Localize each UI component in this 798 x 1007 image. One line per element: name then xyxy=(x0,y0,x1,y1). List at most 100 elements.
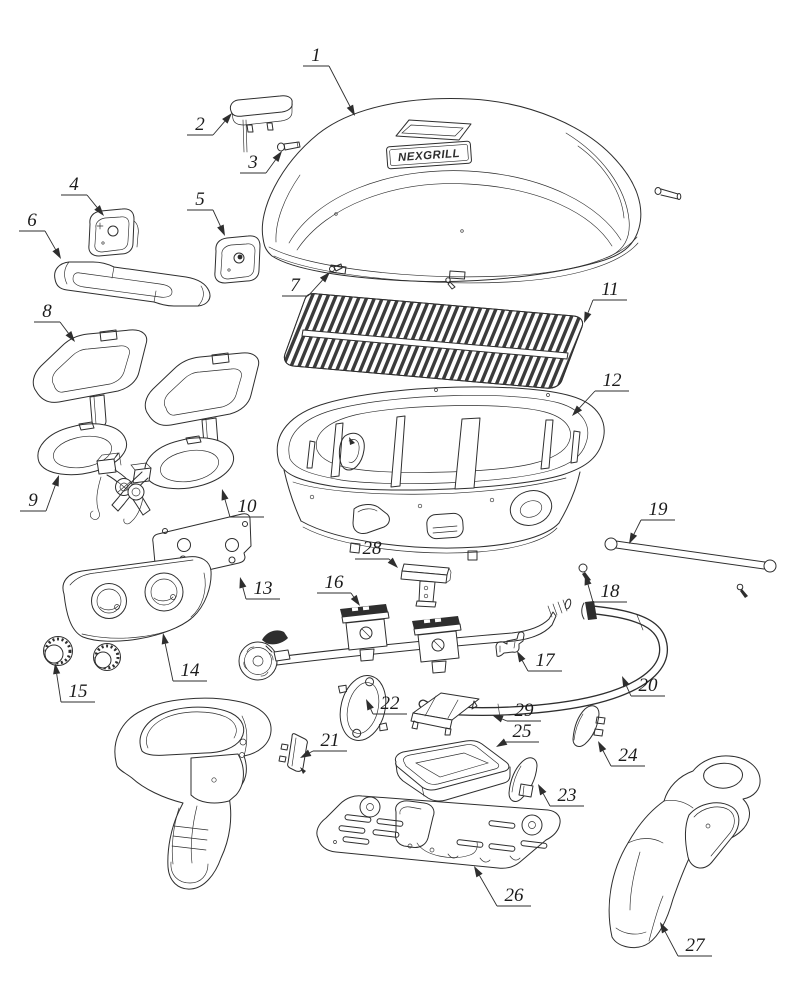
callout-leader-line xyxy=(388,558,391,561)
grate-slat xyxy=(284,293,317,371)
callout-2: 2 xyxy=(187,113,232,136)
callout-leader-line xyxy=(212,209,221,227)
callout-number: 4 xyxy=(69,174,79,195)
callout-leader-line xyxy=(479,875,498,907)
callout-3: 3 xyxy=(240,151,282,174)
callout-arrowhead xyxy=(300,749,312,758)
callout-leader-line xyxy=(587,299,594,313)
callout-number: 28 xyxy=(363,538,383,559)
callout-number: 11 xyxy=(601,279,619,300)
callout-arrowhead xyxy=(350,594,360,606)
callout-leader-line xyxy=(602,750,612,767)
part-screw-above-grate xyxy=(445,277,456,290)
callout-4: 4 xyxy=(61,174,104,216)
callout-number: 8 xyxy=(42,301,52,322)
part-control-panel xyxy=(62,556,212,642)
callout-arrowhead xyxy=(239,577,247,589)
callout-13: 13 xyxy=(239,577,280,600)
callout-arrowhead xyxy=(65,331,75,342)
callout-arrowhead xyxy=(221,489,229,501)
callout-5: 5 xyxy=(187,189,225,236)
callout-7: 7 xyxy=(282,272,330,297)
callout-leader-line xyxy=(370,708,374,715)
part-latch-left xyxy=(88,208,139,257)
callout-leader-line xyxy=(242,587,247,600)
callout-17: 17 xyxy=(517,650,562,672)
callout-10: 10 xyxy=(221,489,264,518)
callout-number: 18 xyxy=(601,581,621,602)
part-heat-plate-left xyxy=(32,329,148,428)
callout-number: 7 xyxy=(290,275,301,296)
callout-number: 16 xyxy=(325,572,345,593)
callout-arrowhead xyxy=(496,738,508,747)
screw-misc-right xyxy=(736,583,748,598)
part-burner-left xyxy=(37,421,151,520)
callout-leader-line xyxy=(307,279,323,297)
screw-misc-top-right xyxy=(654,187,682,200)
callout-arrowhead xyxy=(660,922,669,934)
callout-number: 19 xyxy=(649,499,669,520)
part-knobs xyxy=(43,636,121,671)
part-valve-right xyxy=(412,616,462,674)
callout-leader-line xyxy=(224,499,231,518)
callout-number: 24 xyxy=(619,745,639,766)
callout-29: 29 xyxy=(492,700,541,723)
callout-number: 27 xyxy=(686,935,707,956)
part-firebox xyxy=(276,386,605,561)
callout-number: 3 xyxy=(247,152,258,173)
part-handle xyxy=(54,261,211,307)
callout-leader-line xyxy=(521,660,529,672)
part-right-leg-assembly xyxy=(608,755,761,949)
callout-23: 23 xyxy=(538,784,584,807)
callout-arrowhead xyxy=(517,651,526,663)
callout-leader-line xyxy=(265,159,276,174)
callout-number: 6 xyxy=(27,210,37,231)
callout-leader-line xyxy=(212,121,226,136)
part-left-leg-assembly xyxy=(114,697,272,890)
callout-arrowhead xyxy=(629,532,638,544)
callout-arrowhead xyxy=(387,557,398,568)
part-burner-right xyxy=(111,435,234,525)
callout-arrowhead xyxy=(572,405,583,416)
part-valve-left xyxy=(340,604,390,662)
part-heat-plate-right xyxy=(144,352,260,451)
callout-number: 26 xyxy=(505,885,525,906)
callout-arrowhead xyxy=(584,311,592,323)
callout-number: 5 xyxy=(195,189,205,210)
callout-12: 12 xyxy=(572,370,629,416)
callout-number: 9 xyxy=(28,490,38,511)
callout-leader-line xyxy=(164,643,174,682)
callout-number: 23 xyxy=(558,785,577,806)
part-screw-7 xyxy=(329,263,343,272)
callout-arrowhead xyxy=(319,272,330,283)
callout-27: 27 xyxy=(660,922,712,957)
callout-number: 1 xyxy=(311,45,321,66)
part-clip xyxy=(495,631,525,657)
callout-15: 15 xyxy=(53,663,95,703)
callout-number: 15 xyxy=(69,681,88,702)
callout-number: 20 xyxy=(639,675,659,696)
callout-arrowhead xyxy=(346,104,355,116)
callout-leader-line xyxy=(45,485,56,512)
callout-number: 21 xyxy=(321,730,340,751)
callout-arrowhead xyxy=(366,699,374,711)
callout-18: 18 xyxy=(584,574,627,603)
callout-number: 25 xyxy=(513,721,532,742)
part-t-bracket xyxy=(400,563,452,608)
callout-leader-line xyxy=(633,519,642,535)
callout-24: 24 xyxy=(598,741,645,767)
part-grease-pan xyxy=(394,740,511,802)
part-side-bracket xyxy=(278,733,308,774)
callout-number: 2 xyxy=(195,114,205,135)
callout-arrowhead xyxy=(52,247,61,259)
callout-number: 29 xyxy=(515,700,535,721)
callout-14: 14 xyxy=(161,633,207,682)
callout-arrowhead xyxy=(272,151,282,163)
callout-28: 28 xyxy=(355,538,398,568)
callout-number: 10 xyxy=(238,496,258,517)
callout-arrowhead xyxy=(222,113,232,124)
callout-arrowhead xyxy=(161,633,169,645)
